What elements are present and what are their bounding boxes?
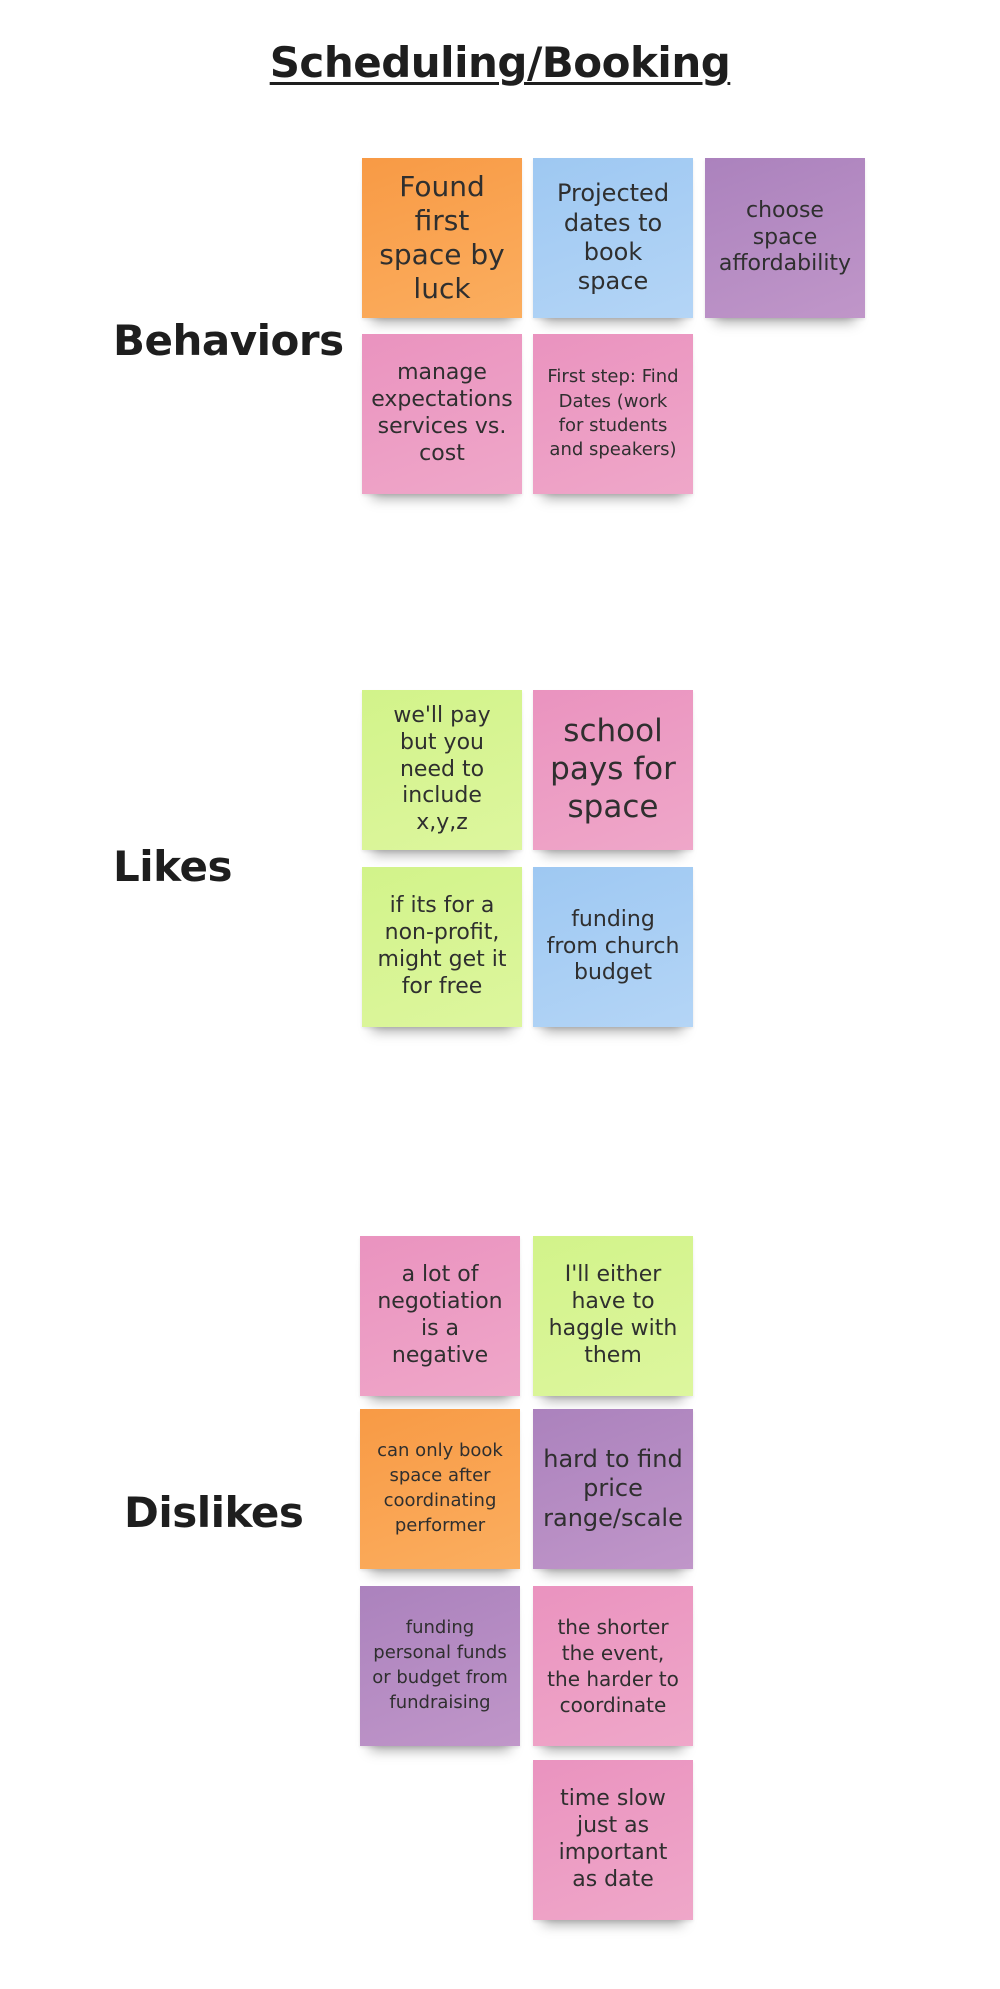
sticky-note[interactable]: if its for a non-profit, might get it fo…: [362, 867, 522, 1027]
sticky-note-text: can only book space after coordinating p…: [377, 1440, 503, 1536]
sticky-note[interactable]: Found first space by luck: [362, 158, 522, 318]
sticky-note[interactable]: a lot of negotiation is a negative: [360, 1236, 520, 1396]
sticky-note[interactable]: the shorter the event, the harder to coo…: [533, 1586, 693, 1746]
sticky-note-text: I'll either have to haggle with them: [548, 1262, 678, 1368]
sticky-note-text: Found first space by luck: [379, 169, 505, 306]
sticky-note-text: hard to find price range/scale: [543, 1445, 683, 1532]
sticky-note-text: school pays for space: [550, 713, 676, 825]
sticky-note-text: First step: Find Dates (work for student…: [547, 366, 679, 461]
sticky-note-text: a lot of negotiation is a negative: [377, 1262, 503, 1368]
sticky-note-text: manage expectations services vs. cost: [371, 360, 513, 466]
sticky-note-text: if its for a non-profit, might get it fo…: [377, 893, 507, 999]
sticky-note-text: funding personal funds or budget from fu…: [372, 1617, 508, 1713]
sticky-note[interactable]: Projected dates to book space: [533, 158, 693, 318]
sticky-note[interactable]: funding personal funds or budget from fu…: [360, 1586, 520, 1746]
sticky-note[interactable]: we'll pay but you need to include x,y,z: [362, 690, 522, 850]
sticky-note[interactable]: time slow just as important as date: [533, 1760, 693, 1920]
sticky-note[interactable]: can only book space after coordinating p…: [360, 1409, 520, 1569]
sticky-note[interactable]: manage expectations services vs. cost: [362, 334, 522, 494]
sticky-note[interactable]: hard to find price range/scale: [533, 1409, 693, 1569]
sticky-note-text: choose space affordability: [718, 197, 852, 277]
section-label-likes: Likes: [113, 842, 232, 891]
section-label-dislikes: Dislikes: [124, 1488, 304, 1537]
sticky-note[interactable]: First step: Find Dates (work for student…: [533, 334, 693, 494]
section-label-behaviors: Behaviors: [113, 316, 344, 365]
sticky-note[interactable]: choose space affordability: [705, 158, 865, 318]
sticky-note-text: Projected dates to book space: [556, 179, 670, 296]
sticky-note-text: the shorter the event, the harder to coo…: [547, 1615, 679, 1717]
sticky-note-text: time slow just as important as date: [558, 1786, 668, 1892]
sticky-note[interactable]: I'll either have to haggle with them: [533, 1236, 693, 1396]
sticky-note[interactable]: school pays for space: [533, 690, 693, 850]
board-title: Scheduling/Booking: [269, 38, 731, 87]
sticky-note-text: funding from church budget: [546, 906, 680, 986]
sticky-note-text: we'll pay but you need to include x,y,z: [393, 702, 491, 836]
sticky-note[interactable]: funding from church budget: [533, 867, 693, 1027]
